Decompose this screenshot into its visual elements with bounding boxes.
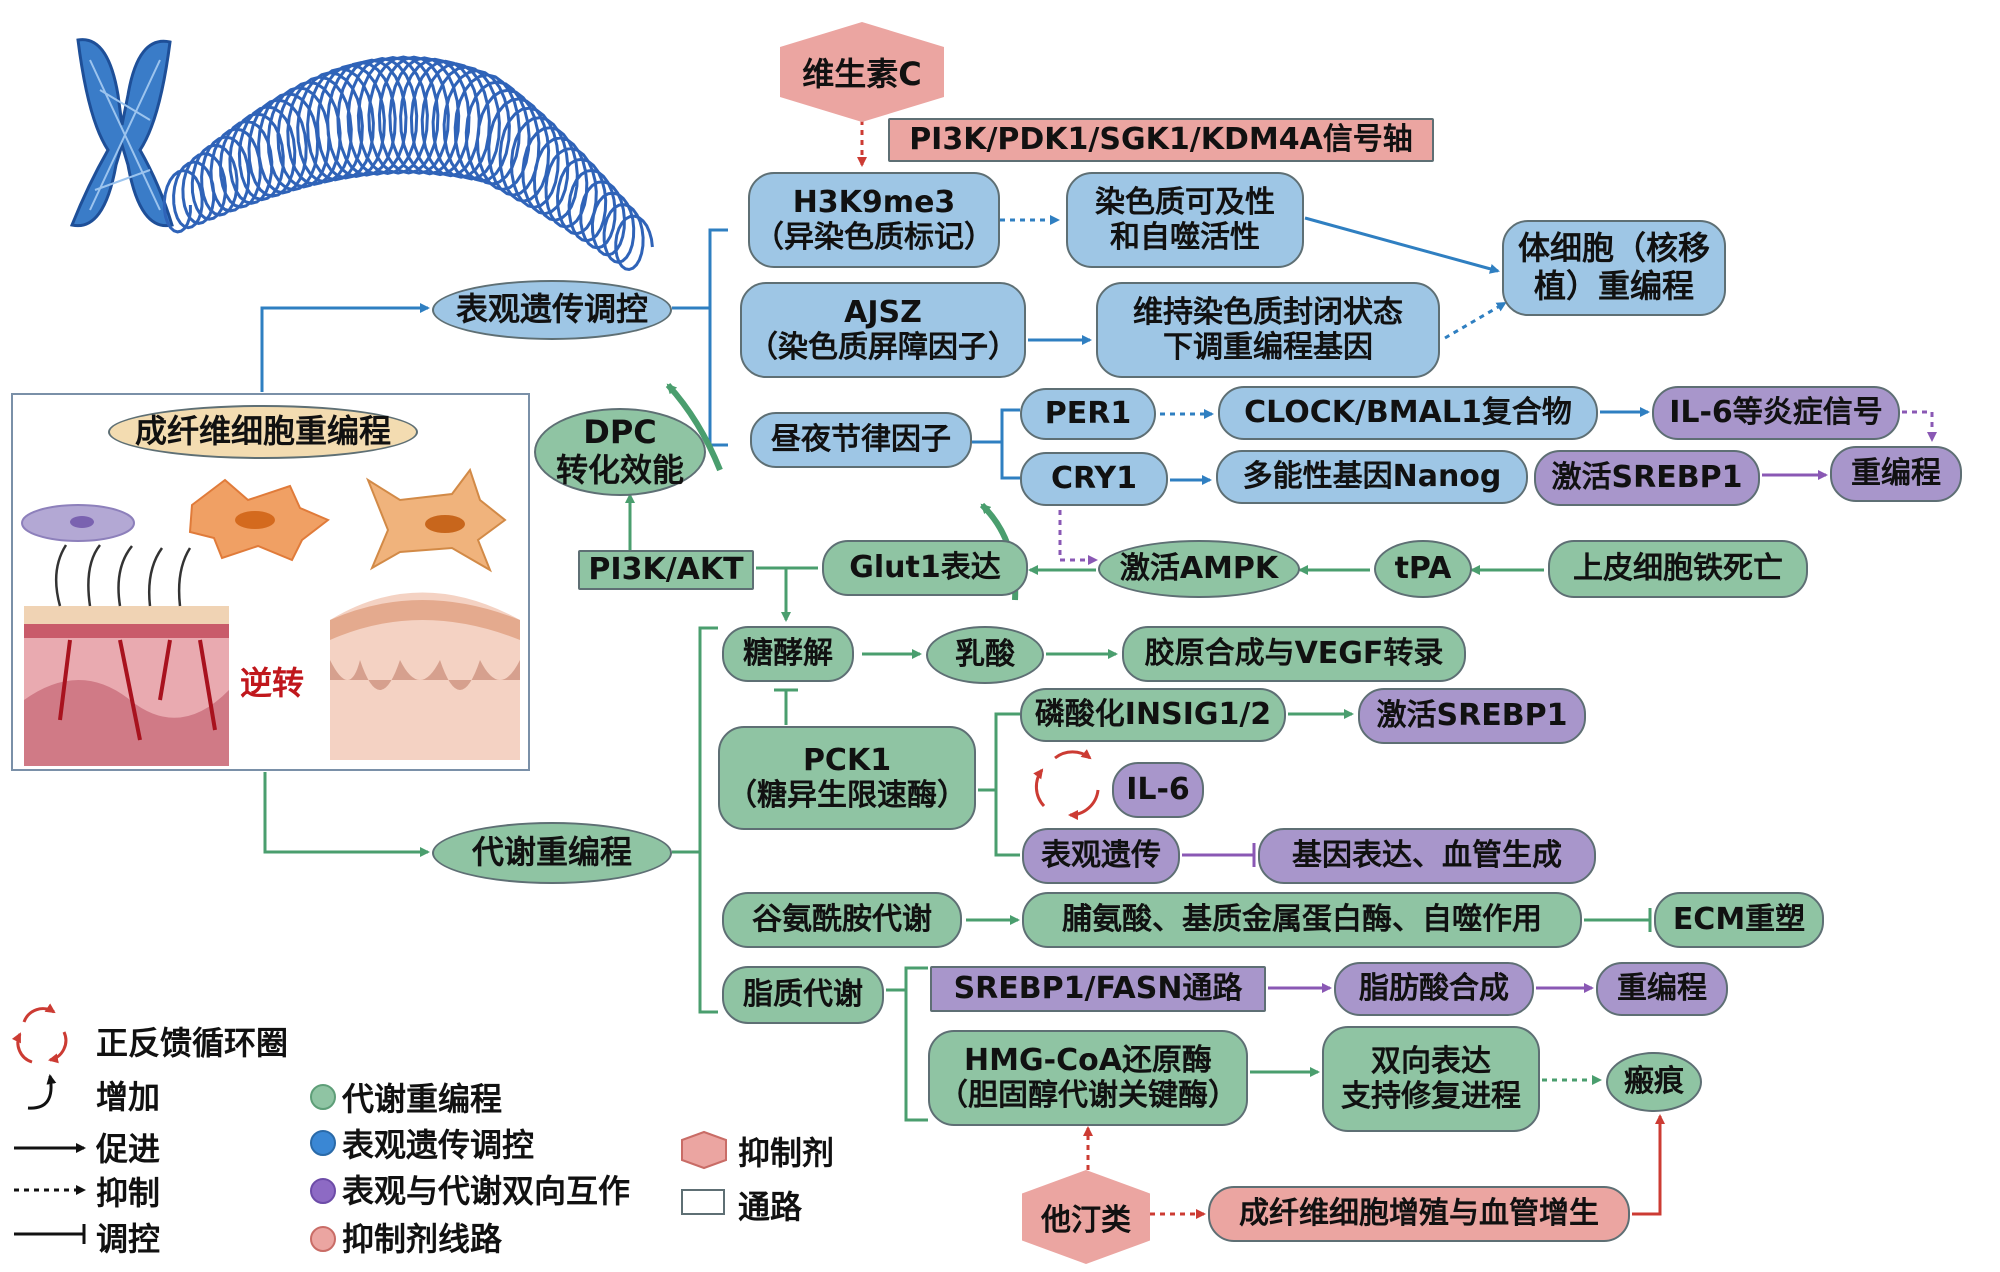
- maintain-line2: 下调重编程基因: [1163, 330, 1373, 365]
- legend-glyphs: [11, 1003, 727, 1244]
- il6-node: IL-6: [1112, 762, 1204, 818]
- insig-phosphorylation-node: 磷酸化INSIG1/2: [1020, 688, 1286, 742]
- pi3k-pdk1-axis: PI3K/PDK1/SGK1/KDM4A信号轴: [888, 118, 1434, 162]
- reprogramming-node-2: 重编程: [1596, 962, 1728, 1016]
- somatic-line1: 体细胞（核移: [1517, 229, 1710, 268]
- chromosome-icon: [69, 38, 654, 272]
- lactate-node: 乳酸: [926, 626, 1044, 684]
- hmg-label: HMG-CoA还原酶: [964, 1042, 1212, 1078]
- il6-inflammation-node: IL-6等炎症信号: [1652, 386, 1900, 440]
- glutamine-metabolism-node: 谷氨酰胺代谢: [722, 892, 962, 948]
- per1-node: PER1: [1020, 388, 1156, 440]
- h3k9me3-label: H3K9me3: [792, 184, 956, 220]
- bidirectional-expression-node: 双向表达 支持修复进程: [1322, 1026, 1540, 1132]
- legend-metabolic: 代谢重编程: [342, 1080, 503, 1118]
- ajsz-node: AJSZ （染色质屏障因子）: [740, 282, 1026, 378]
- legend-bidirectional: 表观与代谢双向互作: [342, 1172, 631, 1210]
- chromatin-line2: 和自噬活性: [1110, 220, 1260, 255]
- activate-ampk-node: 激活AMPK: [1098, 540, 1300, 598]
- legend-inhibitor: 抑制剂: [738, 1134, 835, 1172]
- legend-dot-purple: [310, 1178, 336, 1204]
- somatic-line2: 植）重编程: [1533, 267, 1694, 305]
- proline-mmp-autophagy-node: 脯氨酸、基质金属蛋白酶、自噬作用: [1022, 892, 1582, 948]
- legend-dot-green: [310, 1084, 336, 1110]
- dpc-sublabel: 转化效能: [555, 451, 684, 489]
- legend-epigenetic: 表观遗传调控: [342, 1126, 535, 1164]
- activate-srebp1-node-1: 激活SREBP1: [1534, 450, 1760, 506]
- metabolic-reprogramming-node: 代谢重编程: [432, 822, 672, 884]
- legend-promote: 促进: [96, 1130, 161, 1168]
- legend-dot-blue: [310, 1130, 336, 1156]
- skin-illustration: [11, 393, 530, 771]
- maintain-chromatin-node: 维持染色质封闭状态 下调重编程基因: [1096, 282, 1440, 378]
- legend-inhibit: 抑制: [96, 1174, 161, 1212]
- chromatin-line1: 染色质可及性: [1095, 184, 1275, 220]
- ajsz-sublabel: （染色质屏障因子）: [748, 330, 1018, 365]
- bidirect-line2: 支持修复进程: [1341, 1079, 1521, 1114]
- legend-regulate: 调控: [96, 1220, 161, 1258]
- clock-bmal1-node: CLOCK/BMAL1复合物: [1218, 386, 1598, 440]
- lipid-metabolism-node: 脂质代谢: [722, 966, 884, 1024]
- gene-expression-node: 基因表达、血管生成: [1258, 828, 1596, 884]
- hmg-sublabel: （胆固醇代谢关键酶）: [938, 1078, 1238, 1113]
- pck1-sublabel: （糖异生限速酶）: [727, 778, 967, 813]
- fibroblast-proliferation-node: 成纤维细胞增殖与血管增生: [1208, 1186, 1630, 1242]
- epithelial-ferroptosis-node: 上皮细胞铁死亡: [1548, 540, 1808, 598]
- h3k9me3-sublabel: （异染色质标记）: [754, 220, 994, 255]
- nanog-node: 多能性基因Nanog: [1216, 450, 1528, 504]
- dpc-efficiency-node: DPC 转化效能: [534, 408, 706, 496]
- scar-node: 瘢痕: [1606, 1052, 1702, 1112]
- pck1-node: PCK1 （糖异生限速酶）: [718, 726, 976, 830]
- epigenetic-small-node: 表观遗传: [1022, 828, 1180, 884]
- reverse-label: 逆转: [240, 664, 305, 702]
- legend-pathway: 通路: [738, 1188, 803, 1226]
- bidirect-line1: 双向表达: [1371, 1043, 1491, 1079]
- fibroblast-reprogramming-title: 成纤维细胞重编程: [108, 405, 418, 459]
- chromatin-accessibility-node: 染色质可及性 和自噬活性: [1066, 172, 1304, 268]
- pi3k-akt-pathway: PI3K/AKT: [578, 550, 754, 590]
- pck1-label: PCK1: [802, 742, 892, 778]
- collagen-vegf-node: 胶原合成与VEGF转录: [1122, 626, 1466, 682]
- glut1-expression-node: Glut1表达: [822, 540, 1028, 596]
- hmg-coa-reductase-node: HMG-CoA还原酶 （胆固醇代谢关键酶）: [928, 1030, 1248, 1126]
- epigenetic-regulation-node: 表观遗传调控: [432, 280, 672, 340]
- activate-srebp1-node-2: 激活SREBP1: [1358, 688, 1586, 744]
- ajsz-label: AJSZ: [844, 294, 922, 330]
- feedback-loop-icon: [1033, 749, 1100, 821]
- h3k9me3-node: H3K9me3 （异染色质标记）: [748, 172, 1000, 268]
- circadian-factor-node: 昼夜节律因子: [750, 412, 972, 468]
- reprogramming-node-1: 重编程: [1830, 446, 1962, 502]
- somatic-reprogramming-node: 体细胞（核移 植）重编程: [1502, 220, 1726, 316]
- tpa-node: tPA: [1374, 540, 1472, 598]
- legend-inhibitor-route: 抑制剂线路: [342, 1220, 503, 1258]
- legend-feedback: 正反馈循环圈: [96, 1024, 289, 1062]
- dpc-label: DPC: [583, 413, 657, 452]
- maintain-line1: 维持染色质封闭状态: [1133, 294, 1403, 330]
- legend-increase: 增加: [96, 1078, 161, 1116]
- glycolysis-node: 糖酵解: [722, 626, 854, 682]
- srebp1-fasn-pathway: SREBP1/FASN通路: [930, 966, 1266, 1012]
- ecm-remodeling-node: ECM重塑: [1654, 892, 1824, 948]
- fatty-acid-synthesis-node: 脂肪酸合成: [1334, 962, 1534, 1016]
- legend-dot-pink: [310, 1226, 336, 1252]
- cry1-node: CRY1: [1020, 452, 1168, 506]
